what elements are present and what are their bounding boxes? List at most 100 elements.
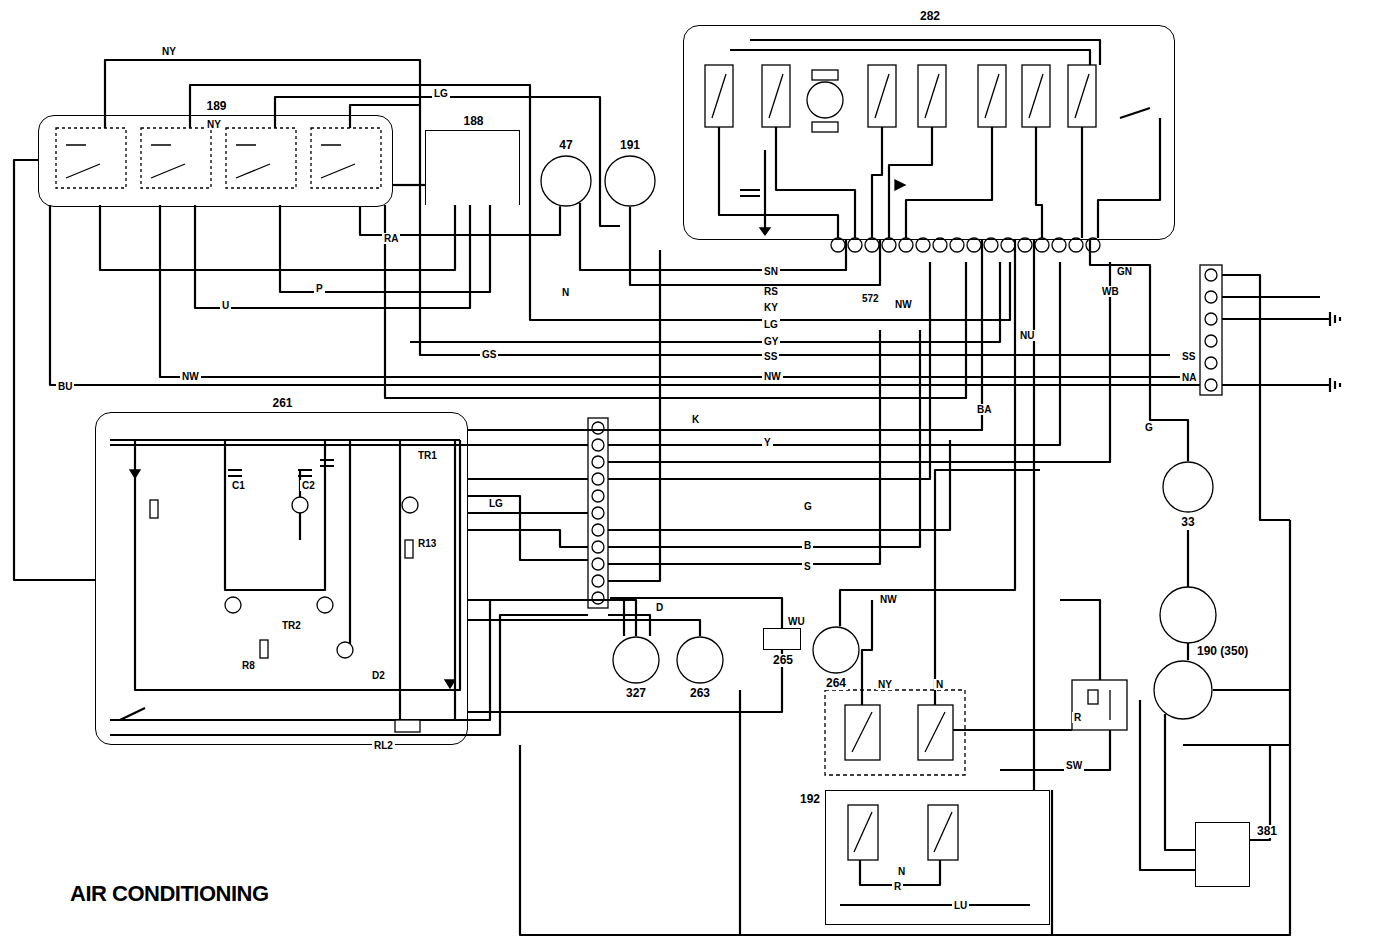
wire [1165, 714, 1195, 850]
wire-code-label: N [896, 866, 907, 877]
circle-outline [613, 637, 659, 683]
callout-number: 192 [798, 793, 822, 806]
wire-code-label: LG [762, 319, 780, 330]
wire-code-label: RL2 [372, 740, 395, 751]
wire-code-label: C2 [300, 480, 317, 491]
wire-code-label: 572 [860, 293, 881, 304]
circle-outline [677, 637, 723, 683]
wire-code-label: R8 [240, 660, 257, 671]
connector-bracket: 188 [425, 130, 520, 205]
wire-code-label: GY [762, 336, 780, 347]
wire-code-label: KY [762, 302, 780, 313]
wire-code-label: N [560, 287, 571, 298]
wire [1033, 240, 1035, 790]
wire-code-label: GN [1115, 266, 1134, 277]
wire-code-label: Y [762, 437, 773, 448]
circle-outline [540, 155, 592, 207]
wire-code-label: D [654, 602, 665, 613]
wire-code-label: G [802, 501, 814, 512]
wire [468, 240, 982, 430]
wire-code-label: SN [762, 266, 780, 277]
wire-code-label: SS [1180, 351, 1197, 362]
callout-number: 191 [618, 139, 642, 152]
circle-outline [813, 627, 859, 673]
component-circle: 33 [1162, 461, 1214, 513]
wire-code-label: TR2 [280, 620, 303, 631]
component-circle: 47 [540, 155, 592, 207]
callout-number: 47 [557, 139, 574, 152]
wire-code-label: U [220, 300, 231, 311]
callout-number: 188 [461, 115, 485, 128]
wire-code-label: NW [893, 299, 914, 310]
callout-number: 190 (350) [1195, 645, 1250, 658]
wire-code-label: WB [1100, 286, 1121, 297]
diagram-title: AIR CONDITIONING [70, 882, 269, 906]
wire-code-label: GS [480, 349, 498, 360]
wire-code-label: BA [975, 404, 993, 415]
wire-code-label: R [892, 881, 903, 892]
callout-number: 264 [824, 677, 848, 690]
wire [580, 203, 846, 270]
component-box: 192 [825, 790, 1050, 925]
circle-outline [1154, 661, 1212, 719]
component-box: 261 [95, 412, 468, 745]
circle-outline [604, 155, 656, 207]
circle-outline [605, 156, 655, 206]
callout-number: 189 [204, 100, 228, 113]
wire-code-label: NW [762, 371, 783, 382]
component-circle: 191 [604, 155, 656, 207]
wire-code-label: TR1 [416, 450, 439, 461]
wire-code-label: K [690, 414, 701, 425]
wire-code-label: NW [180, 371, 201, 382]
wire [468, 650, 782, 712]
wire [468, 600, 636, 636]
wire-code-label: S [802, 561, 813, 572]
wire [840, 240, 1015, 626]
component-symbols [56, 65, 1222, 860]
wire-code-label: LG [487, 498, 505, 509]
wire-code-label: R [1072, 712, 1083, 723]
component-box: 265 [763, 628, 801, 650]
wire-bundle [50, 40, 1340, 935]
circle-outline [1163, 462, 1213, 512]
wire-code-label: RA [382, 233, 400, 244]
wire-code-label: G [1143, 422, 1155, 433]
terminal-strip [592, 238, 1217, 604]
wire-code-label: NU [1018, 330, 1036, 341]
wire-code-label: NY [876, 679, 894, 690]
wire [360, 206, 560, 235]
wire-code-label: P [314, 283, 325, 294]
callout-number: 282 [918, 10, 942, 23]
callout-number: 265 [771, 654, 795, 667]
wire-code-label: NA [1180, 372, 1198, 383]
wire-code-label: NY [205, 119, 223, 130]
wire-code-label: C1 [230, 480, 247, 491]
component-box: 381 [1195, 822, 1250, 887]
callout-number: 261 [270, 397, 294, 410]
component-circle: 190 (350) [1153, 660, 1213, 720]
component-circle: 264 [812, 626, 860, 674]
component-circle: 263 [676, 636, 724, 684]
wire-code-label: B [802, 540, 813, 551]
wire [468, 620, 700, 636]
wire-code-label: R13 [416, 538, 438, 549]
circle-outline [612, 636, 660, 684]
circle-outline [1162, 461, 1214, 513]
callout-number: 263 [688, 687, 712, 700]
wire-code-label: SS [762, 351, 779, 362]
wire-code-label: SW [1064, 760, 1084, 771]
callout-number: 327 [624, 687, 648, 700]
wire-code-label: BU [56, 381, 74, 392]
wire-code-label: D2 [370, 670, 387, 681]
wire [630, 207, 880, 285]
component-circle: 327 [612, 636, 660, 684]
circle-outline [812, 626, 860, 674]
wire [393, 184, 425, 186]
circle-outline [1153, 660, 1213, 720]
circle-outline [541, 156, 591, 206]
wire-code-label: NW [878, 594, 899, 605]
